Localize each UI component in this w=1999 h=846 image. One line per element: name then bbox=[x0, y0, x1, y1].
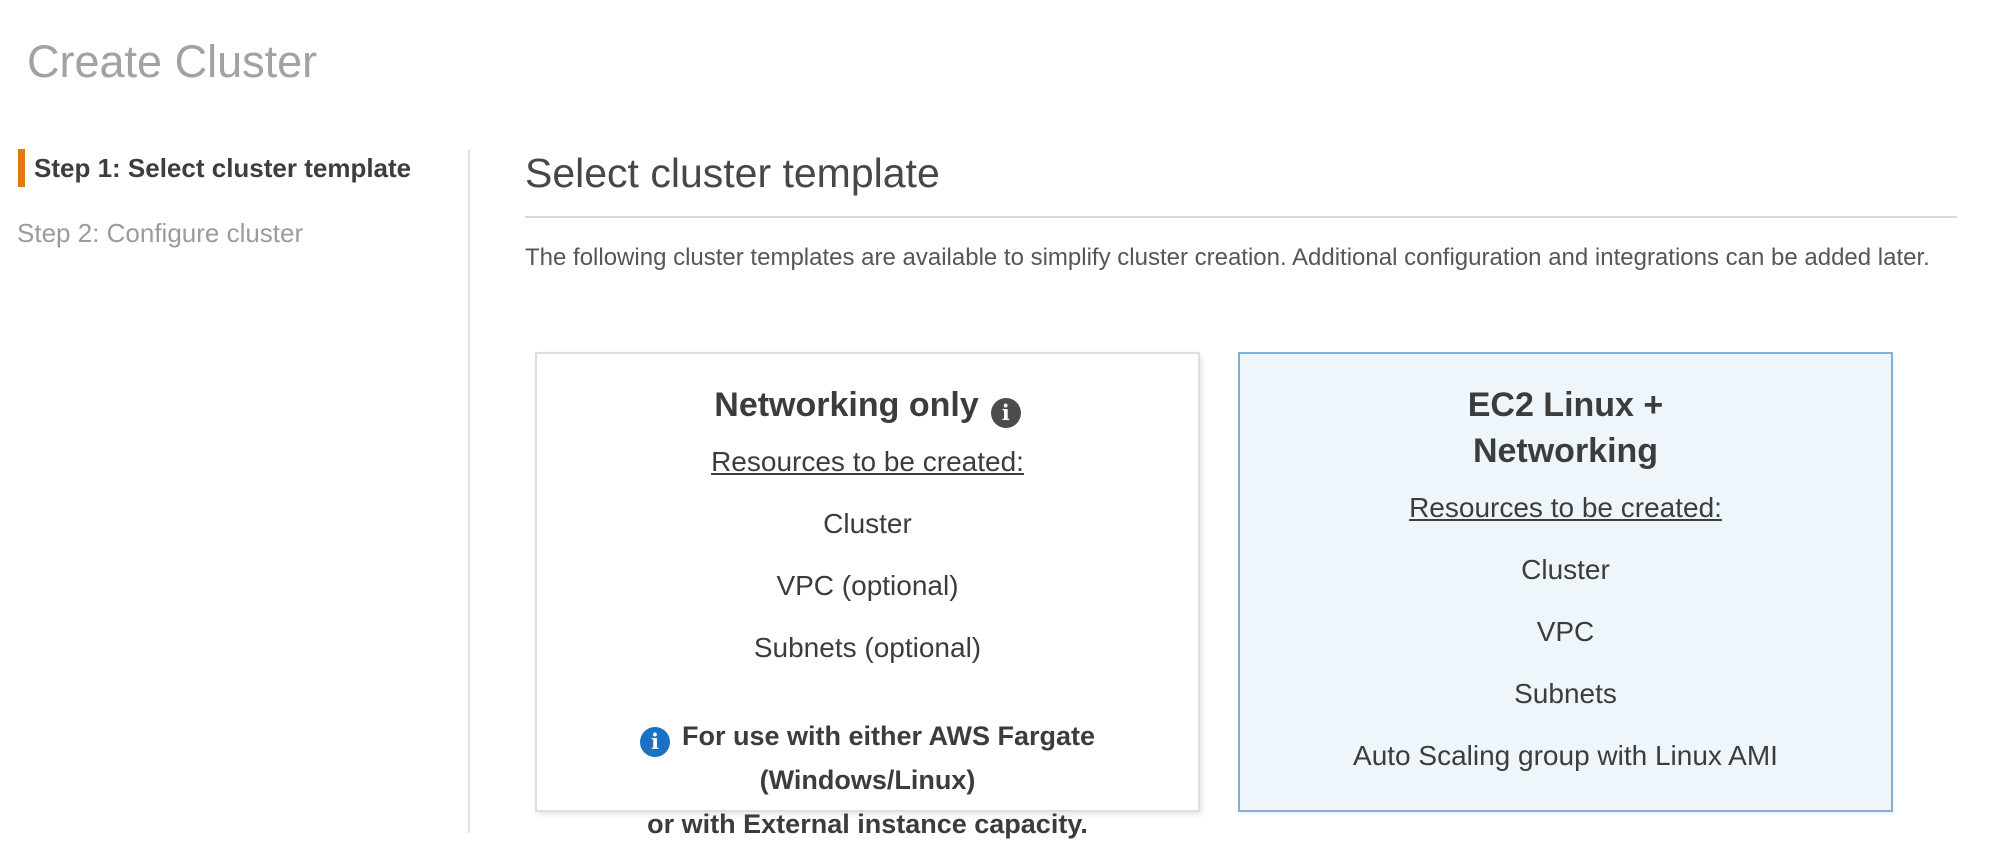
step-nav-item-configure-cluster[interactable]: Step 2: Configure cluster bbox=[17, 218, 304, 248]
note-info-icon: i bbox=[639, 727, 670, 757]
resource-item: Subnets (optional) bbox=[753, 632, 982, 663]
resources-label: Resources to be created: bbox=[1409, 492, 1722, 523]
vertical-divider bbox=[468, 150, 470, 833]
card-note-text: For use with either AWS Fargate (Windows… bbox=[647, 721, 1096, 839]
resource-item: Auto Scaling group with Linux AMI bbox=[1353, 740, 1778, 771]
section-description: The following cluster templates are avai… bbox=[525, 244, 1930, 271]
card-title: EC2 Linux + Networking bbox=[1467, 386, 1664, 470]
card-title: Networking only bbox=[714, 386, 979, 424]
card-title-row: Networking only i bbox=[557, 382, 1178, 428]
step-nav-item-select-template[interactable]: Step 1: Select cluster template bbox=[18, 149, 411, 187]
resource-item: Cluster bbox=[823, 508, 912, 539]
section-heading: Select cluster template bbox=[525, 150, 940, 196]
networking-only-info-icon[interactable]: i bbox=[990, 398, 1021, 428]
page-title: Create Cluster bbox=[27, 36, 318, 87]
resource-item: VPC (optional) bbox=[776, 570, 959, 601]
resource-item: Cluster bbox=[1521, 554, 1610, 585]
template-card-ec2-linux-networking[interactable]: EC2 Linux + Networking Resources to be c… bbox=[1238, 352, 1893, 812]
template-card-networking-only[interactable]: Networking only i Resources to be created… bbox=[535, 352, 1200, 839]
section-divider-rule bbox=[525, 216, 1957, 218]
resources-label: Resources to be created: bbox=[711, 446, 1024, 477]
resource-item: Subnets bbox=[1514, 678, 1617, 709]
resource-item: VPC bbox=[1536, 616, 1595, 647]
